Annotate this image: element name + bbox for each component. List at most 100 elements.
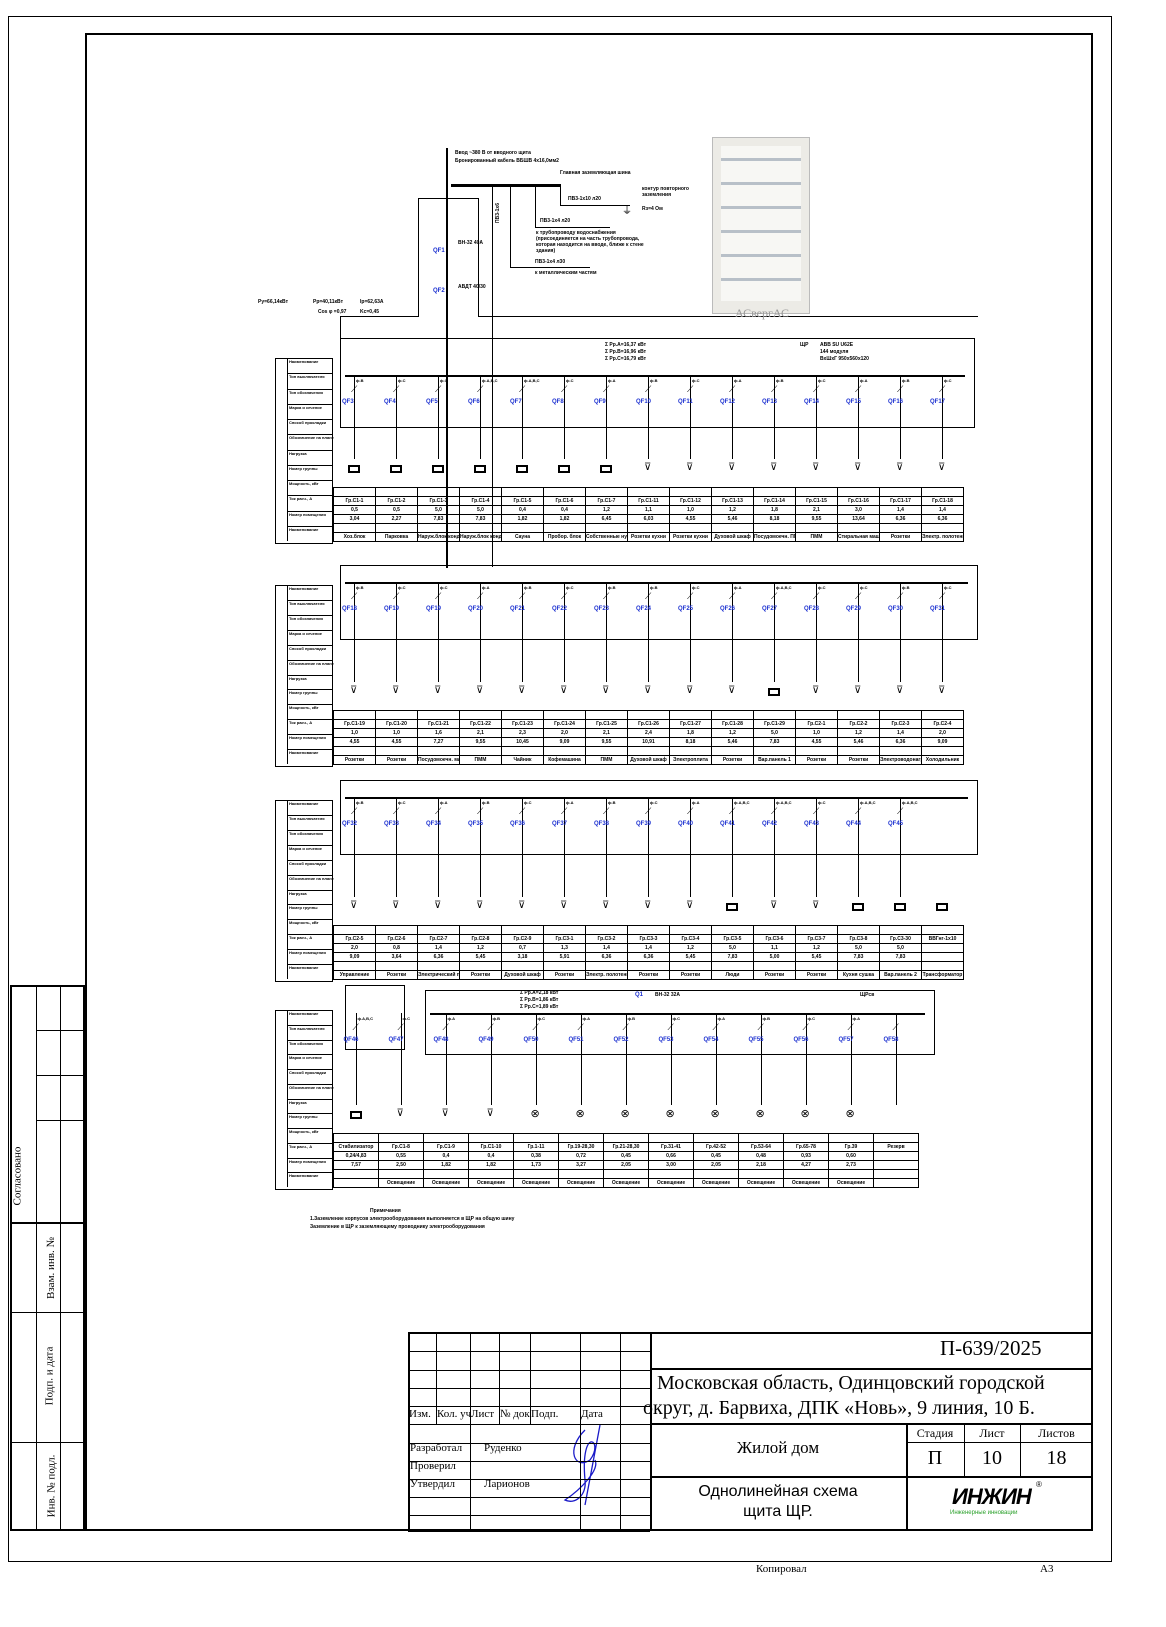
- breaker-symbol-icon[interactable]: ⟋: [519, 591, 526, 601]
- breaker-symbol-icon[interactable]: ⟋: [435, 384, 442, 394]
- breaker-symbol-icon[interactable]: ⟋: [771, 806, 778, 816]
- note-1: 1.Заземление корпусов электрооборудовани…: [310, 1216, 515, 1222]
- breaker-symbol-icon[interactable]: ⟋: [622, 1022, 629, 1032]
- breaker-symbol-icon[interactable]: ⟋: [771, 384, 778, 394]
- breaker-symbol-icon[interactable]: ⟋: [939, 384, 946, 394]
- breaker-symbol-icon[interactable]: ⟋: [577, 1022, 584, 1032]
- breaker-symbol-icon[interactable]: ⟋: [897, 806, 904, 816]
- breaker-symbol-icon[interactable]: ⟋: [939, 591, 946, 601]
- breaker-symbol-icon[interactable]: ⟋: [519, 806, 526, 816]
- socket-icon: ⊽: [518, 685, 526, 696]
- feeder-line: [760, 1013, 762, 1105]
- table-cell: [333, 1178, 379, 1188]
- row-label: Наименование: [289, 1011, 319, 1016]
- breaker-symbol-icon[interactable]: ⟋: [897, 384, 904, 394]
- load-equipment-icon: [348, 465, 360, 473]
- breaker-symbol-icon[interactable]: ⟋: [351, 591, 358, 601]
- pe-metal-label: ПВ3-1х4 л30: [535, 259, 566, 265]
- breaker-symbol-icon[interactable]: ⟋: [442, 1022, 449, 1032]
- breaker-label: QF53: [658, 1037, 674, 1043]
- breaker-label: QF50: [523, 1037, 539, 1043]
- phase-label: ф.С: [944, 378, 952, 383]
- row-divider: [287, 1128, 333, 1129]
- qf1-label: QF1: [433, 248, 445, 254]
- breaker-symbol-icon[interactable]: ⟋: [352, 1022, 359, 1032]
- breaker-symbol-icon[interactable]: ⟋: [435, 591, 442, 601]
- phase-label: ф.А: [447, 1016, 456, 1021]
- breaker-label: QF43: [804, 821, 820, 827]
- breaker-symbol-icon[interactable]: ⟋: [897, 591, 904, 601]
- breaker-symbol-icon[interactable]: ⟋: [435, 806, 442, 816]
- breaker-symbol-icon[interactable]: ⟋: [487, 1022, 494, 1032]
- breaker-symbol-icon[interactable]: ⟋: [729, 384, 736, 394]
- breaker-symbol-icon[interactable]: ⟋: [393, 591, 400, 601]
- breaker-label: QF17: [930, 399, 946, 405]
- side-stamp: [10, 985, 85, 1531]
- phase-label: ф.А: [582, 1016, 591, 1021]
- breaker-symbol-icon[interactable]: ⟋: [855, 591, 862, 601]
- breaker-symbol-icon[interactable]: ⟋: [813, 806, 820, 816]
- breaker-symbol-icon[interactable]: ⟋: [561, 384, 568, 394]
- title-grid-line: [408, 1461, 650, 1462]
- breaker-symbol-icon[interactable]: ⟋: [687, 591, 694, 601]
- breaker-symbol-icon[interactable]: ⟋: [477, 384, 484, 394]
- feeder-line: [438, 582, 439, 682]
- feeder-line: [732, 375, 733, 459]
- breaker-symbol-icon[interactable]: ⟋: [802, 1022, 809, 1032]
- cable-note: Бронированный кабель ВБШВ 4х16,0мм2: [455, 158, 559, 164]
- breaker-symbol-icon[interactable]: ⟋: [813, 384, 820, 394]
- breaker-label: QF9: [594, 399, 606, 405]
- breaker-symbol-icon[interactable]: ⟋: [687, 806, 694, 816]
- table-cell: Розетки: [333, 755, 376, 765]
- busbar: [430, 1013, 925, 1015]
- phase-label: ф.С: [398, 378, 406, 383]
- breaker-symbol-icon[interactable]: ⟋: [351, 806, 358, 816]
- breaker-symbol-icon[interactable]: ⟋: [729, 591, 736, 601]
- breaker-symbol-icon[interactable]: ⟋: [712, 1022, 719, 1032]
- breaker-symbol-icon[interactable]: ⟋: [561, 591, 568, 601]
- row-divider: [287, 434, 333, 436]
- breaker-symbol-icon[interactable]: ⟋: [561, 806, 568, 816]
- row-divider: [287, 904, 333, 906]
- breaker-symbol-icon[interactable]: ⟋: [771, 591, 778, 601]
- role-label: Разработал: [410, 1442, 463, 1454]
- demand-factor: Kc=0,45: [360, 309, 380, 315]
- row-label: Способ прокладки: [289, 645, 327, 651]
- breaker-symbol-icon[interactable]: ⟋: [393, 806, 400, 816]
- breaker-symbol-icon[interactable]: ⟋: [477, 806, 484, 816]
- breaker-symbol-icon[interactable]: ⟋: [855, 806, 862, 816]
- breaker-symbol-icon[interactable]: ⟋: [477, 591, 484, 601]
- breaker-label: QF41: [720, 821, 736, 827]
- breaker-symbol-icon[interactable]: ⟋: [519, 384, 526, 394]
- feeder-line: [354, 797, 355, 897]
- breaker-symbol-icon[interactable]: ⟋: [813, 591, 820, 601]
- breaker-symbol-icon[interactable]: ⟋: [757, 1022, 764, 1032]
- breaker-symbol-icon[interactable]: ⟋: [603, 591, 610, 601]
- breaker-symbol-icon[interactable]: ⟋: [645, 384, 652, 394]
- phase-label: ф.А,В,С: [524, 378, 540, 383]
- table-cell: Трансформатор: [921, 970, 964, 980]
- row-label: Обозначение на плане: [289, 1084, 334, 1090]
- breaker-symbol-icon[interactable]: ⟋: [603, 806, 610, 816]
- breaker-symbol-icon[interactable]: ⟋: [855, 384, 862, 394]
- breaker-symbol-icon[interactable]: ⟋: [397, 1022, 404, 1032]
- socket-icon: ⊽: [392, 900, 400, 911]
- breaker-label: QF34: [426, 821, 442, 827]
- breaker-symbol-icon[interactable]: ⟋: [729, 806, 736, 816]
- breaker-symbol-icon[interactable]: ⟋: [667, 1022, 674, 1032]
- feeder-line: [355, 1013, 357, 1105]
- breaker-symbol-icon[interactable]: ⟋: [645, 591, 652, 601]
- table-cell: Управление: [333, 970, 376, 980]
- breaker-symbol-icon[interactable]: ⟋: [393, 384, 400, 394]
- row-label: Тип обозначения: [289, 389, 323, 395]
- breaker-symbol-icon[interactable]: ⟋: [645, 806, 652, 816]
- breaker-symbol-icon[interactable]: ⟋: [687, 384, 694, 394]
- breaker-symbol-icon[interactable]: ⟋: [603, 384, 610, 394]
- row-divider: [287, 373, 333, 375]
- breaker-symbol-icon[interactable]: ⟋: [351, 384, 358, 394]
- row-divider: [287, 1069, 333, 1070]
- breaker-symbol-icon[interactable]: ⟋: [847, 1022, 854, 1032]
- row-divider: [287, 874, 333, 876]
- breaker-symbol-icon[interactable]: ⟋: [892, 1022, 899, 1032]
- breaker-symbol-icon[interactable]: ⟋: [532, 1022, 539, 1032]
